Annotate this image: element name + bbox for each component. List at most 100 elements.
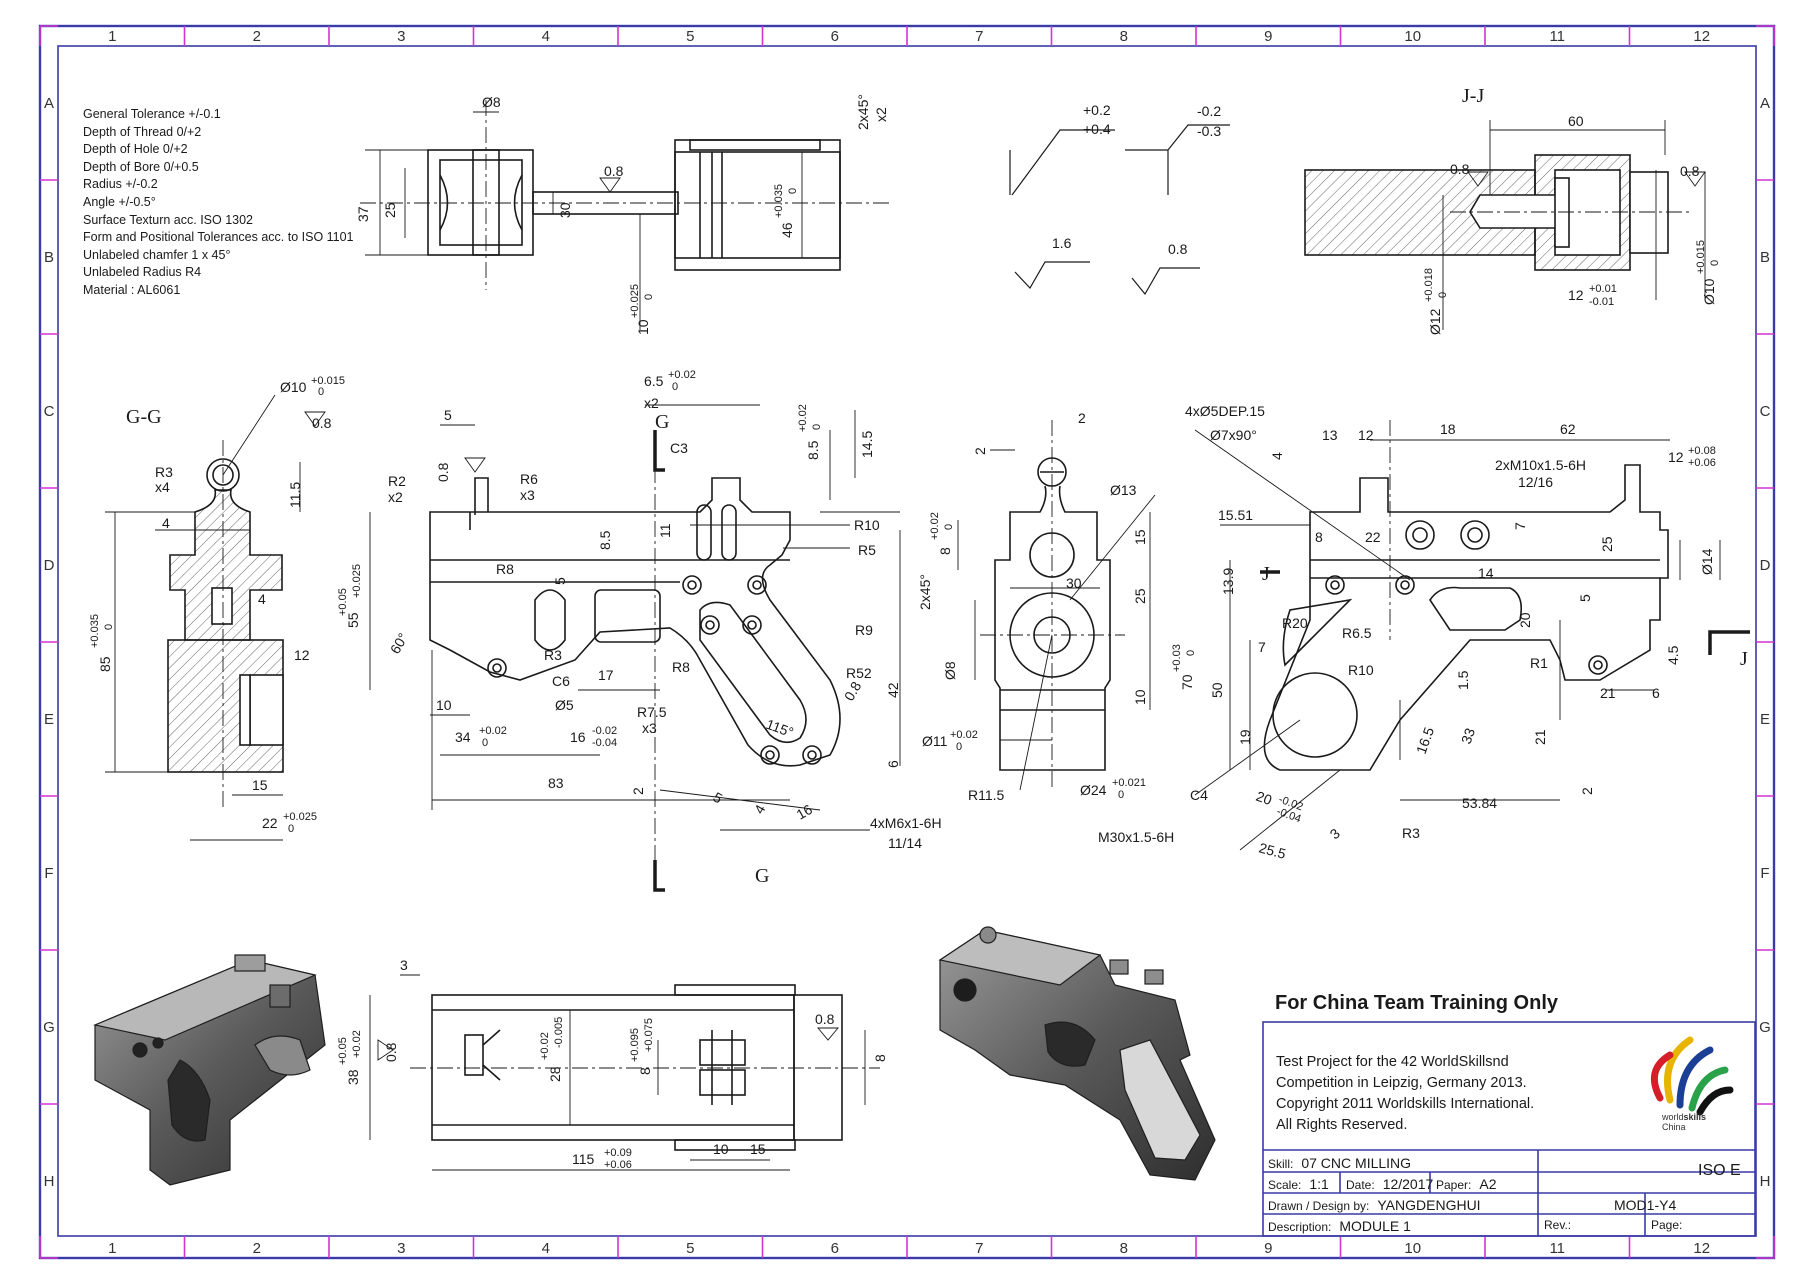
zone-column-label: 12 [1693,28,1710,45]
dim-text: 6.5 [644,373,664,389]
dim-text: 25 [382,202,398,218]
dim-text: 21 [1532,729,1548,745]
title-block-lines [1262,1021,1756,1237]
dim-text: 1.5 [1455,670,1471,690]
dim-text: +0.01 [1589,283,1617,295]
dim-text: 4.5 [1665,645,1681,665]
top-view [360,100,890,290]
dim-text: 33 [1458,726,1478,746]
dim-text: +0.015 [1695,240,1707,274]
description-label: Description: [1268,1220,1332,1234]
dim-text: 2 [630,787,646,795]
dim-text: 2 [1579,787,1595,795]
dim-text: +0.02 [668,369,696,381]
dim-text: 55 [345,612,361,628]
stamp-headline: For China Team Training Only [1275,992,1558,1014]
dim-text: 13 [1322,427,1338,443]
dim-text: R11.5 [968,787,1005,803]
dim-text: +0.025 [283,811,317,823]
dim-text: 42 [885,682,901,698]
rear-view-text: 4xØ5DEP.15 Ø7x90° 4 13 12 18 62 12 +0.08… [1171,403,1748,862]
zone-column-label: 3 [397,1240,405,1257]
dim-text: 12 [294,647,310,663]
dim-text: Ø7x90° [1210,427,1257,443]
dim-text: +0.02 [929,512,941,540]
zone-column-label: 6 [831,1240,839,1257]
dim-text: 0 [1437,292,1449,298]
side-view [980,420,1125,790]
dim-text: 22 [1365,529,1381,545]
tol-text: +0.4 [1083,121,1111,137]
dim-text: R2 [388,473,406,489]
dim-text: 0.8 [435,462,451,482]
drawn-value: YANGDENGHUI [1377,1197,1481,1213]
dim-text: 0.8 [841,678,865,703]
logo-word-china: China [1662,1122,1686,1132]
dim-text: +0.06 [604,1159,632,1171]
paper-value: A2 [1479,1176,1497,1192]
front-view-text: 5 0.8 R2 x2 R6 x3 6.5 +0.02 0 x2 C3 8.5 … [337,369,942,887]
note-line: Form and Positional Tolerances acc. to I… [83,230,354,245]
dim-text: 11/14 [888,835,922,851]
dim-text: 0 [672,381,678,393]
dim-text: R5 [858,542,876,558]
dim-text: 25 [1132,588,1148,604]
dim-text: R9 [855,622,873,638]
dim-text: x3 [642,720,657,736]
zone-column-label: 4 [542,1240,550,1257]
dim-text: R3 [1402,825,1420,841]
dim-text: 5 [444,407,452,423]
dim-text: -0.04 [592,737,617,749]
zone-row-label: H [44,1173,55,1190]
note-line: Depth of Hole 0/+2 [83,142,188,157]
copyright-line: Test Project for the 42 WorldSkillsnd [1276,1054,1509,1070]
dim-text: 115 [572,1151,595,1167]
note-line: Depth of Bore 0/+0.5 [83,159,199,174]
gg-section-dims [105,394,326,841]
section-mark-j-left: J [1262,563,1270,585]
dim-text: Ø8 [942,661,958,680]
dim-text: 46 [779,222,795,238]
dim-text: +0.02 [797,404,809,432]
worldskills-logo [1650,1036,1734,1116]
dim-text: 0 [1185,650,1197,656]
dim-text: 0 [956,741,962,753]
jj-view [1304,154,1690,271]
section-mark-g-bottom: G [755,865,769,887]
copyright-line: All Rights Reserved. [1276,1117,1408,1133]
dim-text: 3 [400,957,408,973]
zone-column-label: 1 [108,1240,116,1257]
note-line: Surface Texturn acc. ISO 1302 [83,212,254,227]
zone-column-label: 11 [1549,28,1565,45]
dim-text: R3 [544,647,562,663]
dim-text: 4 [751,802,769,817]
dim-text: +0.02 [539,1032,551,1060]
dim-text: 53.84 [1462,795,1497,811]
gg-section [167,440,284,810]
dim-text: 8 [872,1054,888,1062]
dim-text: 12 [1668,449,1684,465]
dim-text: R10 [854,517,880,533]
dim-text: 6 [1652,685,1660,701]
dim-text: +0.05 [337,1037,349,1065]
skill-value: 07 CNC MILLING [1301,1155,1412,1171]
dim-text: 0 [482,737,488,749]
tolerance-symbols [1009,124,1230,296]
zone-row-label: E [1760,711,1770,728]
dim-text: 8 [937,547,953,555]
dim-text: 0.8 [312,415,332,431]
zone-ticks [39,25,1775,1259]
gg-section-text: G-G Ø10 +0.015 0 0.8 R3 x4 11.5 4 4 12 8… [89,375,345,835]
dim-text: 25.5 [1257,839,1288,862]
dim-text: 18 [1440,421,1456,437]
note-line: General Tolerance +/-0.1 [83,107,221,121]
dim-text: Ø24 [1080,782,1107,798]
dim-text: 2x45° [855,94,871,130]
top-view-dim-text: Ø8 0.8 37 25 30 46 +0.035 0 10 +0.025 0 … [355,94,889,335]
dim-text: 16 [794,801,816,823]
dim-text: +0.02 [950,729,978,741]
isometric-render-left [93,954,326,1186]
dim-text: x2 [644,395,659,411]
note-line: Depth of Thread 0/+2 [83,124,202,139]
dim-text: 25 [1599,536,1615,552]
